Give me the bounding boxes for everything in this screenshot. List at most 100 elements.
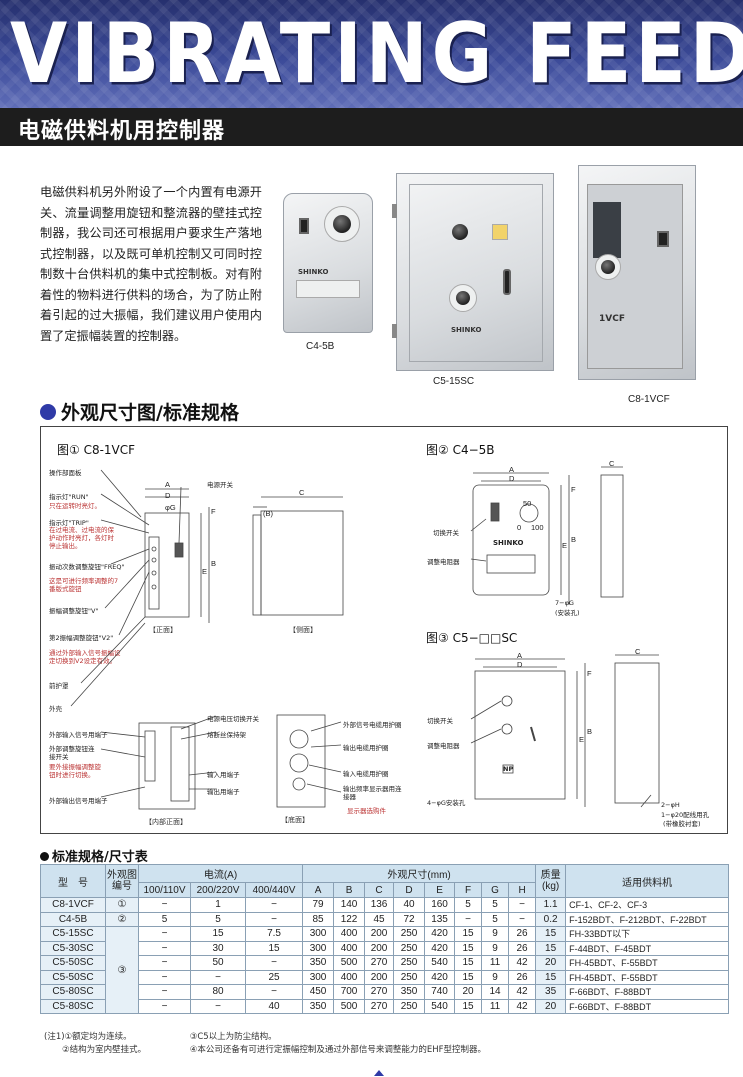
table-cell: C8-1VCF xyxy=(40,897,106,913)
table-cell: 270 xyxy=(364,955,395,971)
table-cell: 200 xyxy=(364,940,395,956)
table-cell: 1 xyxy=(190,897,246,913)
page-title: VIBRATING FEEDERS xyxy=(10,6,743,103)
fig1-annotation: 电源电压切换开关 xyxy=(207,715,259,723)
table-cell: − xyxy=(244,897,304,913)
dim-label: A xyxy=(517,651,523,660)
table-cell: − xyxy=(138,969,191,985)
dim-label: F xyxy=(571,485,576,494)
fig1-annotation: 在过电流、过电流的保护动作时亮灯，各灯时停止输出。 xyxy=(49,526,114,550)
table-cell: − xyxy=(138,926,191,942)
table-cell: 20 xyxy=(535,955,567,971)
table-cell: 80 xyxy=(190,984,246,1000)
col-dim-e: E xyxy=(424,882,456,898)
fig1-annotation: 指示灯"TRIP" xyxy=(49,519,89,527)
table-header-row: 型 号 外观图编号 电流(A) 外观尺寸(mm) 质量(kg) 适用供料机 xyxy=(40,864,730,898)
dial-knob-icon xyxy=(456,291,470,305)
panel-label: 1VCF xyxy=(599,314,625,324)
fig3-annotation: 切换开关 xyxy=(427,717,453,725)
table-cell: 350 xyxy=(302,955,335,971)
col-dim-a: A xyxy=(302,882,335,898)
drawings-panel: 图① C8-1VCF 操作部面板 指示灯"RUN" 只在运转时亮灯。 指示灯"T… xyxy=(40,426,728,834)
fig3-annotation: 4−φG安装孔 xyxy=(427,799,466,807)
dim-label: D xyxy=(165,491,171,500)
table-cell: 200 xyxy=(364,969,395,985)
table-cell: 14 xyxy=(481,984,510,1000)
title-banner: VIBRATING FEEDERS xyxy=(0,0,743,108)
col-current-200: 200/220V xyxy=(190,882,246,898)
table-cell: 5 xyxy=(481,911,510,927)
table-cell: 420 xyxy=(424,926,456,942)
table-cell: − xyxy=(244,911,304,927)
footnote: ④本公司还备有可进行定振幅控制及通过外部信号来调整能力的EHF型控制器。 xyxy=(189,1045,486,1055)
table-cell: 20 xyxy=(535,998,567,1014)
table-cell: 0.2 xyxy=(535,911,567,927)
subtitle: 电磁供料机用控制器 xyxy=(18,119,226,144)
dial-value: 50 xyxy=(523,499,532,508)
dial-value: 0 xyxy=(517,523,522,532)
hinge-icon xyxy=(392,324,397,338)
table-cell: 350 xyxy=(393,984,426,1000)
fig1-annotation: 外壳 xyxy=(49,705,62,713)
col-dim-g: G xyxy=(481,882,510,898)
view-label: 【内部正面】 xyxy=(145,818,187,826)
col-current-100: 100/110V xyxy=(138,882,191,898)
footnote: (注1)①额定均为连续。 xyxy=(44,1032,132,1042)
photo-caption: C4-5B xyxy=(306,341,335,352)
banner-pattern xyxy=(0,0,743,108)
table-cell: 26 xyxy=(508,969,537,985)
fig1-annotation: 输入电缆用护圈 xyxy=(343,770,389,778)
table-cell: 540 xyxy=(424,998,456,1014)
dim-label: E xyxy=(202,567,208,576)
dim-label: B xyxy=(211,559,217,568)
fig1-annotation: 熔断丝保持架 xyxy=(207,731,246,739)
table-cell: 9 xyxy=(481,926,510,942)
table-cell: C5-50SC xyxy=(40,955,106,971)
table-cell: 15 xyxy=(535,969,567,985)
fig3-annotation: 2−φH xyxy=(661,801,680,809)
subtitle-bar: 电磁供料机用控制器 xyxy=(0,108,743,146)
lever-icon xyxy=(503,269,511,295)
table-cell: − xyxy=(190,998,246,1014)
col-fig: 外观图编号 xyxy=(105,864,139,898)
table-cell: 15 xyxy=(190,926,246,942)
table-cell: 700 xyxy=(333,984,366,1000)
table-cell: 15 xyxy=(244,940,304,956)
table-cell: − xyxy=(190,969,246,985)
footnote-row: (注1)①额定均为连续。 ③C5以上为防尘结构。 xyxy=(44,1031,486,1044)
fig3-annotation: 1−φ20配线用孔 xyxy=(661,811,710,819)
dim-label: B xyxy=(571,535,577,544)
table-cell: FH-45BDT、F-55BDT xyxy=(565,955,730,971)
switch-knob-icon xyxy=(452,224,468,240)
photo-c5-15sc: SHINKO xyxy=(392,173,554,371)
photo-caption: C5-15SC xyxy=(433,376,475,387)
table-cell: 15 xyxy=(454,998,483,1014)
fig1-annotation: 显示器选购件 xyxy=(347,807,386,815)
dim-label: C xyxy=(609,459,615,468)
photo-caption: C8-1VCF xyxy=(628,394,670,405)
view-label: 【正面】 xyxy=(149,626,177,634)
table-cell: 42 xyxy=(508,984,537,1000)
dim-label: E xyxy=(579,735,585,744)
table-cell: 400 xyxy=(333,969,366,985)
fig1-annotation: 输入用端子 xyxy=(207,771,240,779)
dim-label: (B) xyxy=(263,509,273,518)
table-cell: 40 xyxy=(393,897,426,913)
dim-label: D xyxy=(517,660,523,669)
col-dim-b: B xyxy=(333,882,366,898)
door-panel xyxy=(409,184,543,362)
table-cell: FH-45BDT、F-55BDT xyxy=(565,969,730,985)
fig1-annotation: 输出频率显示器用连接器 xyxy=(343,785,402,801)
table-cell: 200 xyxy=(364,926,395,942)
table-cell: − xyxy=(138,940,191,956)
photo-logo: SHINKO xyxy=(298,268,329,276)
table-cell: 9 xyxy=(481,969,510,985)
fig2-annotation: (安装孔) xyxy=(555,609,580,617)
table-cell: 40 xyxy=(244,998,304,1014)
fig1-annotation: 操作部面板 xyxy=(49,469,82,477)
